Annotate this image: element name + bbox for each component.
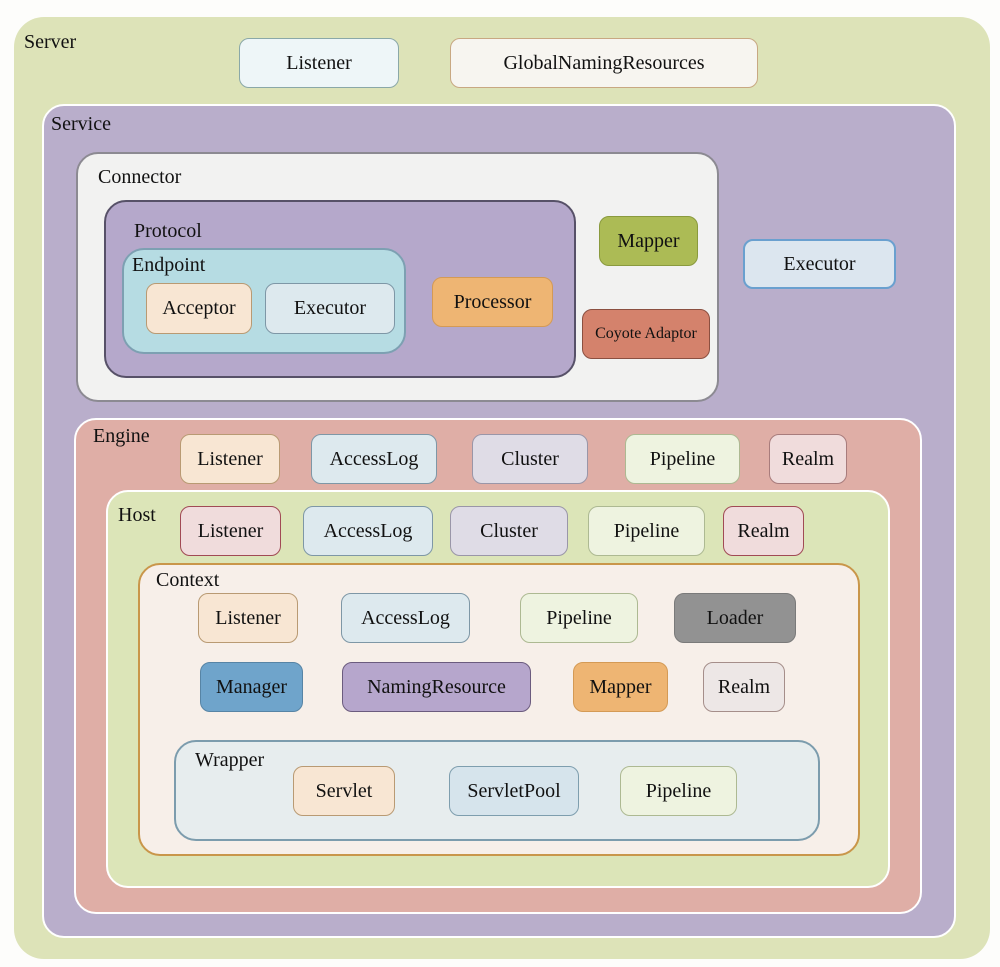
context-manager[interactable]: Manager (200, 662, 303, 712)
context-mapper[interactable]: Mapper (573, 662, 668, 712)
context-loader[interactable]: Loader (674, 593, 796, 643)
host-realm[interactable]: Realm (723, 506, 804, 556)
endpoint-label: Endpoint (132, 254, 206, 276)
context-naming-resource[interactable]: NamingResource (342, 662, 531, 712)
connector-coyote-adaptor[interactable]: Coyote Adaptor (582, 309, 710, 359)
server-global-naming-resources[interactable]: GlobalNamingResources (450, 38, 758, 88)
connector-mapper[interactable]: Mapper (599, 216, 698, 266)
context-listener[interactable]: Listener (198, 593, 298, 643)
service-label: Service (51, 113, 111, 135)
protocol-processor[interactable]: Processor (432, 277, 553, 327)
host-label: Host (118, 504, 156, 526)
engine-listener[interactable]: Listener (180, 434, 280, 484)
engine-cluster[interactable]: Cluster (472, 434, 588, 484)
context-label: Context (156, 569, 220, 591)
host-listener[interactable]: Listener (180, 506, 281, 556)
engine-realm[interactable]: Realm (769, 434, 847, 484)
host-accesslog[interactable]: AccessLog (303, 506, 433, 556)
protocol-label: Protocol (134, 220, 202, 242)
context-pipeline[interactable]: Pipeline (520, 593, 638, 643)
wrapper-servlet-pool[interactable]: ServletPool (449, 766, 579, 816)
context-accesslog[interactable]: AccessLog (341, 593, 470, 643)
context-realm[interactable]: Realm (703, 662, 785, 712)
engine-label: Engine (93, 425, 150, 447)
server-label: Server (24, 31, 77, 53)
endpoint-executor[interactable]: Executor (265, 283, 395, 334)
connector-label: Connector (98, 166, 182, 188)
service-executor[interactable]: Executor (743, 239, 896, 289)
host-pipeline[interactable]: Pipeline (588, 506, 705, 556)
host-cluster[interactable]: Cluster (450, 506, 568, 556)
server-listener[interactable]: Listener (239, 38, 399, 88)
endpoint-acceptor[interactable]: Acceptor (146, 283, 252, 334)
wrapper-servlet[interactable]: Servlet (293, 766, 395, 816)
engine-accesslog[interactable]: AccessLog (311, 434, 437, 484)
engine-pipeline[interactable]: Pipeline (625, 434, 740, 484)
wrapper-pipeline[interactable]: Pipeline (620, 766, 737, 816)
wrapper-label: Wrapper (195, 749, 265, 771)
